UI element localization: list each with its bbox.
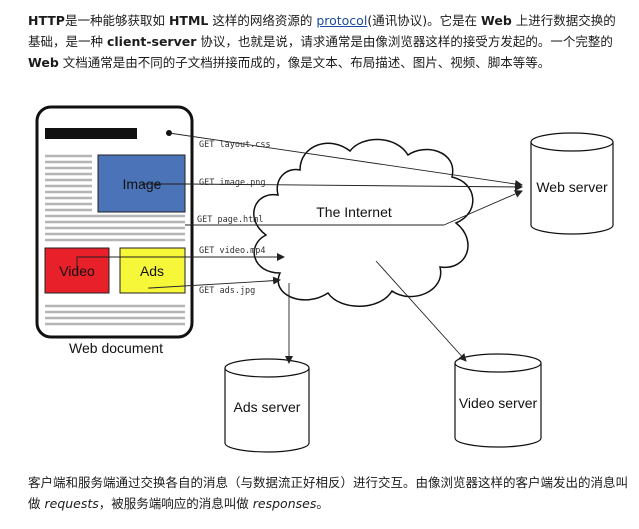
ads-server-label: Ads server bbox=[234, 399, 301, 415]
web-document-label: Web document bbox=[69, 340, 163, 356]
request-layout: GET layout.css bbox=[199, 140, 271, 150]
request-ads: GET ads.jpg bbox=[199, 286, 255, 296]
outro-paragraph: 客户端和服务端通过交换各自的消息（与数据流正好相反）进行交互。由像浏览器这样的客… bbox=[28, 475, 629, 511]
image-block bbox=[97, 154, 186, 213]
web-server: Web server bbox=[530, 132, 614, 235]
web-document: Image Video Ads Web document bbox=[35, 105, 194, 356]
internet-label: The Internet bbox=[316, 204, 392, 220]
web-server-label: Web server bbox=[536, 179, 608, 195]
internet-cloud: The Internet bbox=[253, 138, 474, 307]
http-fetch-diagram: Image Video Ads Web document The Interne… bbox=[35, 105, 614, 453]
video-server-label: Video server bbox=[459, 395, 538, 411]
request-page: GET page.html bbox=[197, 215, 264, 225]
video-server: Video server bbox=[454, 353, 542, 448]
http-term: HTTP bbox=[28, 13, 65, 28]
web-term: Web bbox=[481, 13, 512, 28]
request-image: GET image.png bbox=[199, 178, 266, 188]
request-video: GET video.mp4 bbox=[199, 246, 266, 256]
ads-label: Ads bbox=[140, 263, 164, 279]
web-term-2: Web bbox=[28, 55, 59, 70]
client-server-term: client-server bbox=[106, 34, 197, 49]
html-term: HTML bbox=[168, 13, 209, 28]
document-header-bar bbox=[45, 128, 137, 139]
responses-term: responses bbox=[252, 496, 317, 511]
ads-server: Ads server bbox=[224, 358, 310, 453]
request-arrows bbox=[76, 132, 523, 364]
ads-block bbox=[119, 247, 186, 294]
requests-term: requests bbox=[44, 496, 99, 511]
protocol-link[interactable]: protocol bbox=[316, 13, 368, 28]
intro-paragraph: HTTP是一种能够获取如 HTML 这样的网络资源的 protocol(通讯协议… bbox=[28, 13, 616, 70]
